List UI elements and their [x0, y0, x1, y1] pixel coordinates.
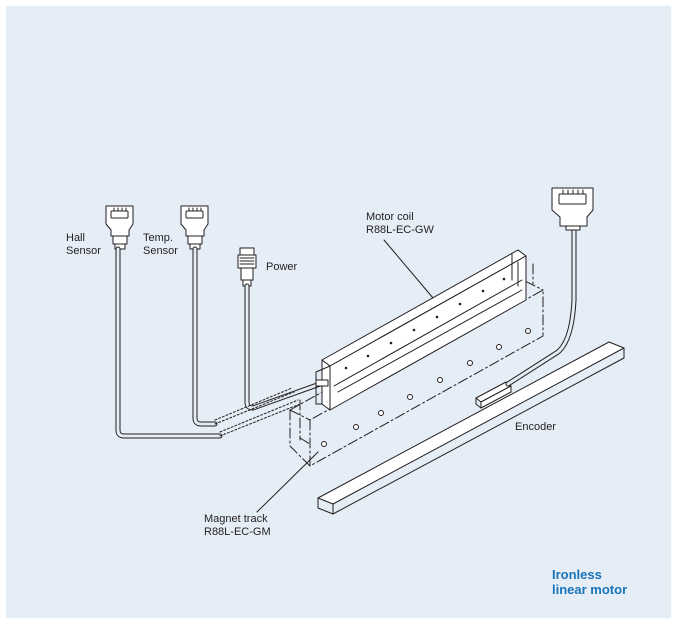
encoder-scale	[317, 341, 625, 515]
encoder-connector	[551, 187, 594, 231]
encoder-label: Encoder	[515, 421, 556, 433]
power-connector	[237, 247, 257, 287]
temp-sensor-label: Temp.Sensor	[143, 232, 178, 257]
temp-sensor-connector	[180, 205, 209, 250]
power-label: Power	[266, 261, 298, 273]
motor-coil-body	[315, 249, 527, 411]
hall-sensor-connector	[105, 205, 134, 250]
